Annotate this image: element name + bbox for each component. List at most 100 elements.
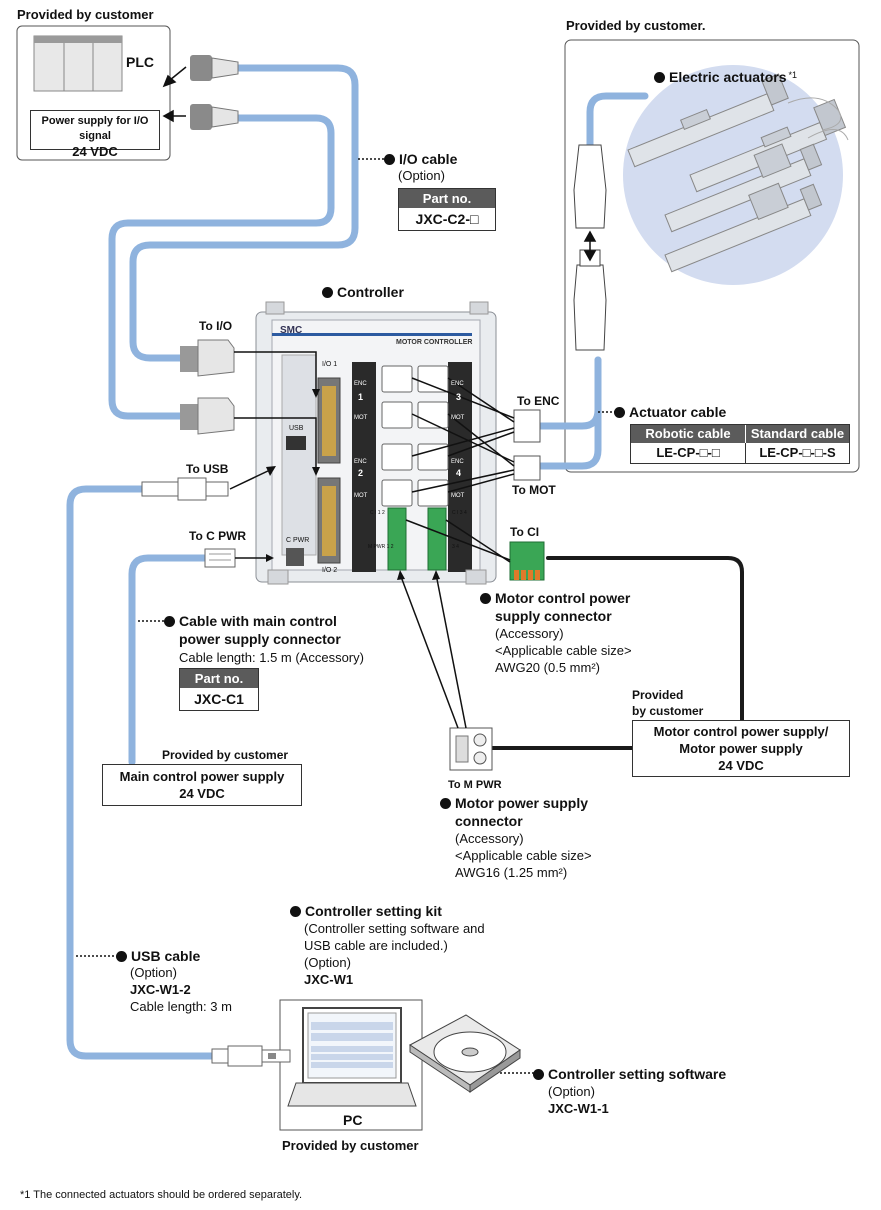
mpwr12-label: M PWR 1 2 [368,544,394,550]
motor-pwr-conn-note: (Accessory) [455,831,524,846]
channel-2-label: 2 [358,468,364,478]
pc-provider: Provided by customer [282,1138,419,1153]
main-psu-box: Main control power supply 24 VDC [102,764,302,806]
cpwr-port-label: C PWR [286,537,310,544]
cpwr-plug [204,548,236,568]
mot-label-ch3: MOT [451,415,465,421]
usb-cable-note: (Option) [130,965,177,980]
motor-ctrl-conn-size-label: <Applicable cable size> [495,643,632,658]
mot-label-ch1: MOT [354,415,368,421]
motor-ctrl-conn-note: (Accessory) [495,626,564,641]
plc-rack [33,35,123,92]
controller-brand: SMC [280,325,303,336]
ci-power-wire [546,556,744,722]
enc-label-ch1: ENC [354,381,367,387]
bullet-icon [384,154,395,165]
usb-port-label: USB [289,425,304,432]
motor-psu-line2: Motor power supply [679,741,803,756]
actuator-cable-table-header: Robotic cable Standard cable [631,425,849,443]
bullet-icon [440,798,451,809]
software-cd [409,1014,521,1093]
io-cable-lower [108,114,335,420]
ci-connector [509,541,545,581]
bullet-icon [654,72,665,83]
motor-ctrl-conn-title-line2: supply connector [495,608,612,624]
software-title: Controller setting software [533,1066,726,1082]
motor-pwr-conn-size-value: AWG16 (1.25 mm²) [455,865,568,880]
motor-ctrl-conn-title-line1: Motor control power [495,590,631,606]
main-power-cable [128,554,209,766]
actuator-cable-mot [536,356,602,470]
main-cable-part-label: Part no. [180,669,258,688]
to-usb-label: To USB [186,462,229,476]
motor-psu-provider-1: Provided [632,688,684,702]
usb-cable-title: USB cable [116,948,200,964]
setting-kit-desc2: USB cable are included.) [304,938,448,953]
enc-label-ch3: ENC [451,381,464,387]
actuator-plugs [573,144,607,351]
actuators-illustration [627,73,849,273]
usb-plug-controller [141,477,229,501]
main-cable-title: Cable with main control [164,613,337,629]
controller-title: Controller [322,284,404,300]
actuator-cable-title: Actuator cable [614,404,726,420]
motor-psu-box: Motor control power supply/ Motor power … [632,720,850,777]
bullet-icon [533,1069,544,1080]
channel-3-label: 3 [456,392,462,402]
to-ci-label: To CI [510,525,540,539]
motor-psu-line3: 24 VDC [718,758,764,773]
io-plugs [180,339,235,435]
controller-label: Controller [337,284,404,300]
mpwr-connector [449,727,493,771]
channel-1-label: 1 [358,392,364,402]
enc-plug [513,409,541,443]
channel-4-label: 4 [456,468,462,478]
mpwr34-label: 3 4 [452,544,459,550]
footnote-mark: *1 [788,70,798,80]
footnote: *1 The connected actuators should be ord… [20,1189,303,1201]
pointer-lines [229,351,515,729]
robotic-cable-header: Robotic cable [631,425,746,443]
bullet-icon [164,616,175,627]
io-cable-end-connectors [190,55,239,130]
bullet-icon [480,593,491,604]
to-cpwr-label: To C PWR [189,529,247,543]
bullet-icon [614,407,625,418]
main-cable-title-line2: power supply connector [179,631,341,647]
power-wires [490,556,744,750]
io-cable-part-value: JXC-C2-□ [415,211,479,227]
main-cable-length: Cable length: 1.5 m (Accessory) [179,650,364,665]
io-cable-upper [129,64,359,362]
main-psu-line2: 24 VDC [179,786,225,801]
motor-pwr-conn-size-label: <Applicable cable size> [455,848,592,863]
enc-label-ch2: ENC [354,459,367,465]
motor-pwr-conn-title-line1: Motor power supply [455,795,588,811]
laptop [287,1007,417,1107]
setting-kit-desc1: (Controller setting software and [304,921,485,936]
io-cable-label: I/O cable [399,151,458,167]
dotted-leaders [76,158,620,1074]
motor-ctrl-conn-title: Motor control power [480,590,630,606]
motor-psu-line1: Motor control power supply/ [653,724,829,739]
to-io-label: To I/O [199,319,233,333]
io-cable-note: (Option) [398,168,445,183]
mot-label-ch4: MOT [451,493,465,499]
software-part: JXC-W1-1 [548,1101,609,1116]
bullet-icon [322,287,333,298]
usb-cable-line [66,485,216,1060]
actuator-group-header: Provided by customer. [566,18,706,33]
robotic-cable-value: LE-CP-□-□ [631,443,746,463]
plc-label: PLC [126,54,154,70]
actuator-cable-table: Robotic cable Standard cable LE-CP-□-□ L… [630,424,850,464]
setting-kit-title: Controller setting kit [290,903,442,919]
ci34-label: C I 3 4 [452,510,467,516]
usb-plug-pc [211,1045,291,1067]
software-note: (Option) [548,1084,595,1099]
usb-cable-label: USB cable [131,948,201,964]
to-mpwr-label: To M PWR [448,779,502,791]
actuator-cable-top [586,92,649,149]
mot-label-ch2: MOT [354,493,368,499]
bullet-icon [116,951,127,962]
io-cable-partno: Part no. JXC-C2-□ [398,188,496,231]
